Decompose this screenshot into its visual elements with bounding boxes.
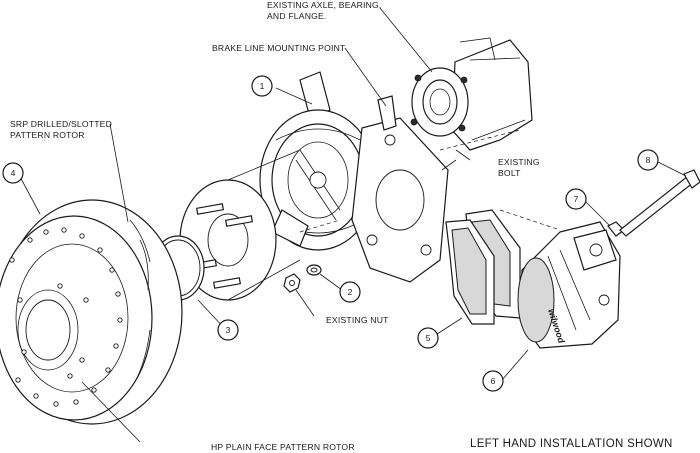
- existing-bolt-label-line2: BOLT: [498, 168, 521, 178]
- callout-6: 6: [482, 370, 504, 392]
- callout-8: 8: [637, 149, 659, 171]
- srp-rotor-label-line1: SRP DRILLED/SLOTTED: [10, 119, 112, 129]
- axle-label-line2: AND FLANGE.: [267, 11, 327, 21]
- alignment-lines: [299, 129, 561, 233]
- caliper-bolt: [607, 169, 700, 237]
- leader-lines: [17, 7, 687, 443]
- callout-3: 3: [217, 319, 239, 341]
- callout-1: 1: [251, 75, 273, 97]
- brake-pads: [445, 209, 521, 325]
- callout-5: 5: [417, 327, 439, 349]
- brake-line-label: BRAKE LINE MOUNTING POINT: [212, 43, 346, 53]
- axle-housing: [410, 37, 533, 151]
- installation-note: LEFT HAND INSTALLATION SHOWN: [470, 438, 673, 450]
- mounting-bracket: [351, 95, 449, 283]
- callout-7: 7: [565, 188, 587, 210]
- svg-text:2: 2: [348, 287, 353, 297]
- svg-text:1: 1: [260, 81, 265, 91]
- existing-nut-label: EXISTING NUT: [326, 315, 389, 325]
- svg-text:4: 4: [11, 168, 16, 178]
- brake-caliper: [517, 221, 621, 349]
- axle-label-line1: EXISTING AXLE, BEARING,: [267, 0, 381, 10]
- svg-text:5: 5: [426, 333, 431, 343]
- svg-text:3: 3: [226, 325, 231, 335]
- callout-4: 4: [2, 162, 24, 184]
- svg-text:6: 6: [491, 376, 496, 386]
- nut-and-washer: [283, 264, 322, 293]
- svg-text:7: 7: [574, 194, 579, 204]
- brake-rotor: [0, 199, 183, 425]
- hp-rotor-label: HP PLAIN FACE PATTERN ROTOR: [211, 442, 355, 452]
- svg-text:8: 8: [646, 155, 651, 165]
- existing-bolt-label-line1: EXISTING: [498, 157, 540, 167]
- rotor-drill-holes: [9, 227, 123, 407]
- parking-brake-assembly: [259, 71, 377, 251]
- callout-2: 2: [339, 281, 361, 303]
- srp-rotor-label-line2: PATTERN ROTOR: [10, 130, 85, 140]
